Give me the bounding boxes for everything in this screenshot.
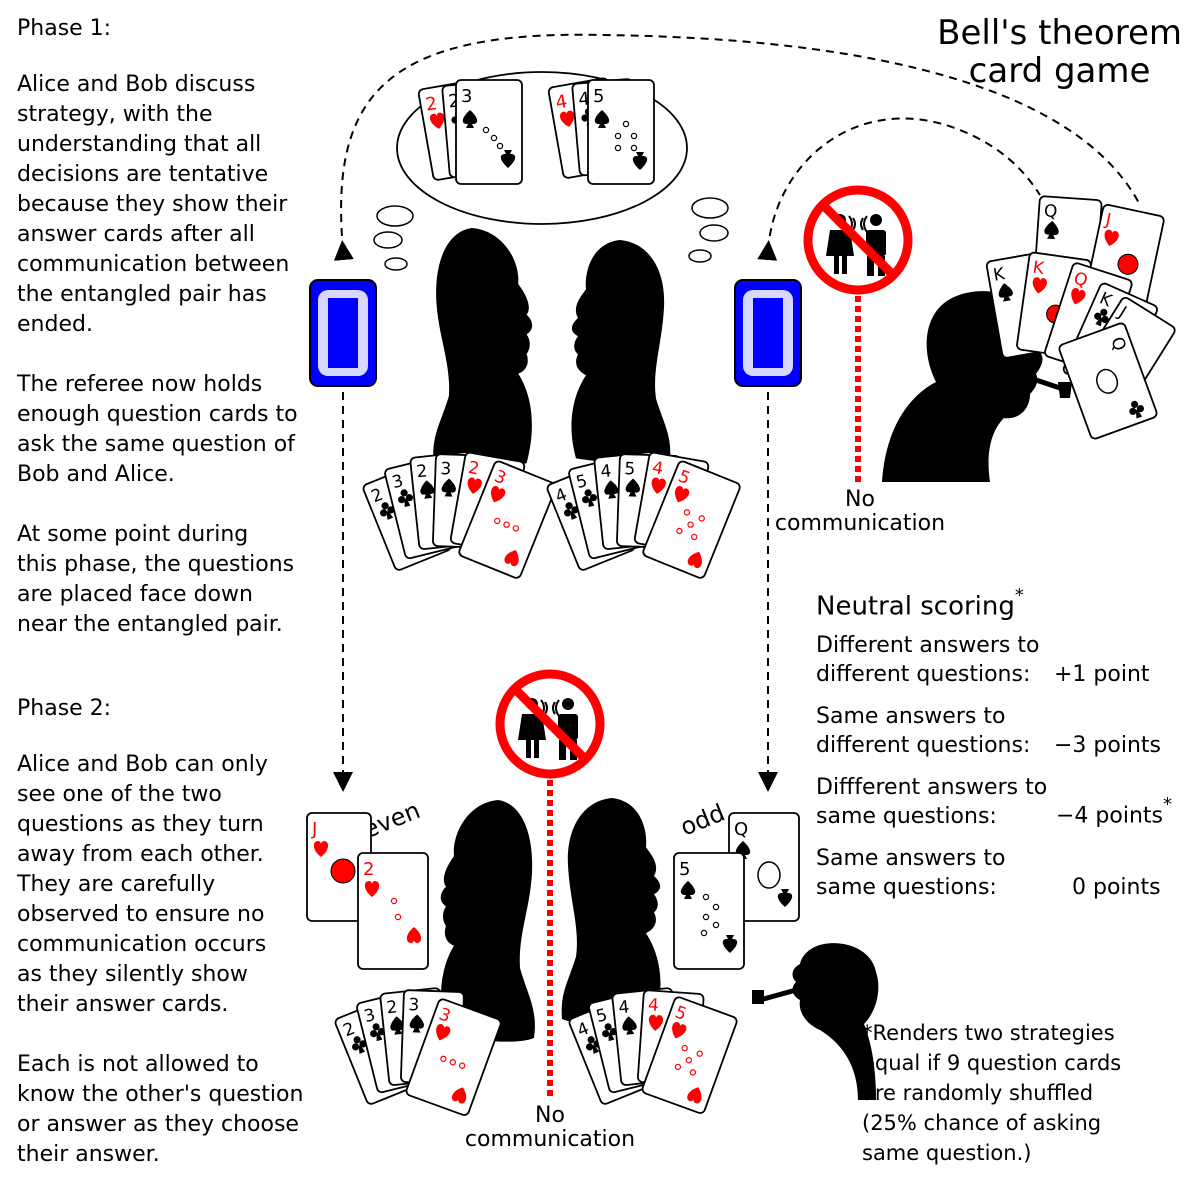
- svg-text:3: 3: [408, 995, 420, 1015]
- alice-shown-cards: J 2: [306, 812, 429, 970]
- svg-text:2: 2: [415, 461, 428, 482]
- svg-text:Q: Q: [1106, 334, 1129, 353]
- dashed-arrow-to-bob: [757, 117, 1041, 261]
- scoring-row-points: −3 points: [1054, 732, 1161, 758]
- scoring-row-label: Same answers to same questions:: [816, 845, 1006, 900]
- bob-answer-fan-phase1: 4 5 4 5 4 5: [545, 450, 741, 579]
- referee-hand-of-cards: K Q J K Q K J Q: [985, 195, 1176, 440]
- phase2-paragraph-1: Alice and Bob can only see one of the tw…: [17, 752, 268, 1017]
- svg-text:J: J: [1103, 210, 1113, 231]
- scoring-row: Same answers to same questions: 0 points: [816, 844, 1186, 902]
- scoring-row-points: 0 points: [1072, 874, 1161, 900]
- scoring-row: Diffferent answers to same questions: −4…: [816, 773, 1186, 831]
- alice-answer-fan-phase1: 2 3 2 3 2 3: [361, 450, 557, 579]
- svg-text:4: 4: [647, 995, 659, 1016]
- alice-silhouette-phase1: [433, 228, 533, 470]
- phase1-paragraph-2: The referee now holds enough question ca…: [17, 372, 298, 487]
- svg-text:4: 4: [651, 458, 665, 480]
- no-talking-sign-bottom: [500, 674, 600, 774]
- neutral-scoring-panel: Neutral scoring* Different answers to di…: [816, 582, 1186, 915]
- thought-cards-right: 4 4 5: [547, 76, 655, 185]
- scoring-heading: Neutral scoring*: [816, 585, 1024, 622]
- bob-silhouette-phase1: [571, 240, 671, 465]
- scoring-row-label: Different answers to different questions…: [816, 632, 1040, 687]
- question-card-back-bob: [734, 279, 802, 387]
- svg-text:5: 5: [574, 471, 589, 493]
- alice-answer-fan-phase2: 2 3 2 3 3: [333, 986, 502, 1116]
- svg-text:5: 5: [594, 1005, 609, 1027]
- svg-text:5: 5: [624, 459, 636, 479]
- phase2-heading: Phase 2:: [17, 696, 112, 721]
- svg-text:3: 3: [390, 471, 405, 493]
- diagram-title: Bell's theorem card game: [937, 13, 1182, 91]
- scoring-row-points: +1 point: [1054, 661, 1150, 687]
- svg-text:3: 3: [461, 86, 472, 107]
- svg-text:2: 2: [424, 93, 439, 116]
- scoring-row-label: Diffferent answers to same questions:: [816, 774, 1048, 829]
- svg-text:3: 3: [362, 1005, 377, 1027]
- svg-text:Q: Q: [1043, 201, 1058, 222]
- svg-text:2: 2: [385, 997, 398, 1018]
- dashed-arrow-to-alice: [333, 33, 1141, 261]
- thought-cards-left: 2 2 3: [417, 78, 523, 185]
- svg-text:Q: Q: [734, 819, 748, 840]
- scoring-row-points: −4 points*: [1056, 794, 1172, 829]
- question-card-back-alice: [309, 279, 377, 387]
- phase1-paragraph-3: At some point during this phase, the que…: [17, 522, 295, 637]
- svg-text:K: K: [992, 264, 1007, 286]
- svg-text:2: 2: [363, 859, 374, 880]
- phase1-heading: Phase 1:: [17, 16, 112, 41]
- scoring-row: Same answers to different questions: −3 …: [816, 702, 1186, 760]
- svg-text:J: J: [311, 819, 317, 840]
- no-communication-label-top: No communication: [774, 487, 946, 536]
- svg-text:3: 3: [440, 459, 452, 479]
- svg-text:4: 4: [599, 461, 612, 482]
- svg-text:5: 5: [593, 86, 604, 107]
- bob-answer-fan-phase2: 4 5 4 4 5: [567, 986, 738, 1114]
- svg-text:2: 2: [467, 458, 481, 480]
- no-talking-sign-top: [808, 190, 908, 290]
- svg-text:4: 4: [617, 997, 630, 1018]
- svg-text:Q: Q: [1071, 268, 1090, 291]
- footnote: *Renders two strategies equal if 9 quest…: [862, 1021, 1122, 1165]
- svg-text:4: 4: [554, 91, 569, 114]
- svg-text:K: K: [1031, 258, 1046, 279]
- phase1-paragraph-1: Alice and Bob discuss strategy, with the…: [17, 72, 290, 337]
- scoring-row-label: Same answers to different questions:: [816, 703, 1031, 758]
- bob-silhouette-phase2: [561, 798, 661, 1023]
- svg-text:5: 5: [679, 859, 690, 880]
- phase2-paragraph-2: Each is not allowed to know the other's …: [17, 1052, 304, 1167]
- no-communication-label-bottom: No communication: [464, 1103, 636, 1152]
- referee-silhouette-phase2: [752, 943, 879, 1100]
- bob-shown-cards: Q 5: [673, 812, 800, 970]
- scoring-row: Different answers to different questions…: [816, 631, 1186, 689]
